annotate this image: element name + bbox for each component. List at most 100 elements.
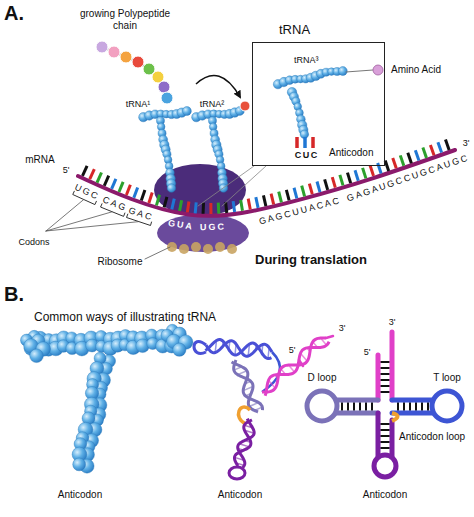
amino-acid-bead (132, 56, 144, 68)
peptide-backbone (102, 47, 167, 98)
t-stem (392, 398, 432, 403)
nucleotide-bar (233, 201, 235, 212)
base-pair (365, 403, 367, 410)
nucleotide-bar (97, 172, 102, 182)
nucleotide-bar (430, 145, 434, 155)
trna-bead (73, 458, 86, 471)
base-pair (381, 435, 389, 437)
nucleotide-bar (317, 181, 320, 192)
leader-line (46, 200, 84, 231)
codon-text: UGC (200, 221, 226, 232)
nucleotide-bar (325, 179, 328, 190)
part-label: Amino Acid (391, 64, 441, 76)
panel-b-art (21, 324, 462, 479)
nucleotide-bar (415, 150, 419, 160)
anticodon-stem (390, 420, 395, 456)
nucleotide-bar (340, 175, 343, 186)
nucleotide-bar (279, 192, 282, 203)
nucleotide-bar (90, 169, 95, 179)
nucleotide-bar (385, 160, 388, 170)
nucleotide-bar (309, 184, 312, 195)
end-label: 5' (63, 165, 70, 175)
nucleotide-bar (112, 179, 116, 189)
inset-label: C (311, 150, 318, 160)
part-label: Anticodon (363, 489, 407, 501)
nucleotide-bar (141, 190, 145, 200)
nucleotide-bar (202, 203, 205, 214)
ribbon-strand (232, 362, 263, 410)
inset-label: tRNA³ (294, 55, 319, 65)
acceptor-stem (390, 332, 395, 400)
nucleotide-bar (226, 202, 227, 213)
nucleotide-bar (347, 173, 350, 184)
base-pair (397, 403, 399, 410)
nucleotide-bar (438, 142, 442, 152)
nucleotide-bar (445, 140, 449, 150)
nucleotide-bar (209, 203, 212, 214)
base-pair (381, 373, 389, 375)
anticodon-bar (311, 137, 315, 148)
amino-acid-bead (108, 46, 120, 58)
nucleotide-bar (263, 195, 265, 206)
part-label: T loop (433, 372, 461, 384)
base-pair (381, 423, 389, 425)
transfer-arrow (196, 76, 240, 97)
base-pair (347, 403, 349, 410)
amino-acid-bead (158, 81, 170, 93)
ribbon-tail (299, 360, 303, 366)
base-pair (381, 441, 389, 443)
end-label: 5' (289, 345, 296, 355)
t-loop (432, 391, 462, 421)
base-pair (381, 429, 389, 431)
part-label: D loop (308, 372, 337, 384)
nucleotide-bar (400, 155, 404, 165)
ribosome-bead (215, 242, 225, 252)
nucleotide-bar (217, 203, 221, 214)
inset-label: Anticodon (329, 147, 373, 159)
ribosome-bead (167, 242, 177, 252)
nucleotide-bar (164, 197, 167, 208)
nucleotide-bar (370, 165, 373, 175)
amino-acid-bead (120, 51, 132, 63)
part-label: mRNA (25, 154, 54, 166)
caption-label: During translation (255, 253, 367, 268)
part-label: Anticodon (58, 489, 102, 501)
end-label: 3' (463, 138, 470, 148)
end-label: 3' (339, 323, 346, 333)
leader-line (222, 166, 266, 206)
d-loop (307, 391, 337, 421)
nucleotide-bar (332, 177, 335, 188)
ribbon-strand (238, 419, 254, 468)
base-pair (359, 403, 361, 410)
trna-bead (167, 184, 176, 193)
leader-line (145, 247, 170, 259)
nucleotide-bar (271, 194, 274, 205)
base-pair (381, 361, 389, 363)
d-stem (336, 398, 378, 403)
codon-text: GAC (127, 205, 154, 223)
ribbon-loop (194, 342, 206, 354)
base-pair (381, 367, 389, 369)
nucleotide-bar (180, 200, 182, 211)
panel-letter: A. (4, 2, 24, 25)
anticodon-bar (303, 137, 307, 148)
amino-acid-bead (161, 92, 173, 104)
inset-label: C (295, 150, 302, 160)
base-pair (403, 403, 405, 410)
base-pair (421, 403, 423, 410)
trna-bead (338, 67, 347, 76)
nucleotide-bar (82, 166, 87, 176)
ribosome-bead (179, 244, 189, 254)
amino-acid (240, 101, 250, 111)
trna-label: tRNA² (200, 99, 225, 109)
amino-acid (373, 65, 383, 75)
trna-bead (173, 343, 186, 356)
nucleotide-bar (378, 163, 381, 173)
linker-line (346, 70, 373, 72)
anticodon-loop (229, 467, 245, 479)
trna-bead (30, 349, 44, 363)
base-pair (353, 403, 355, 410)
part-label: Anticodon loop (399, 431, 465, 443)
anticodon-stem (376, 413, 381, 456)
